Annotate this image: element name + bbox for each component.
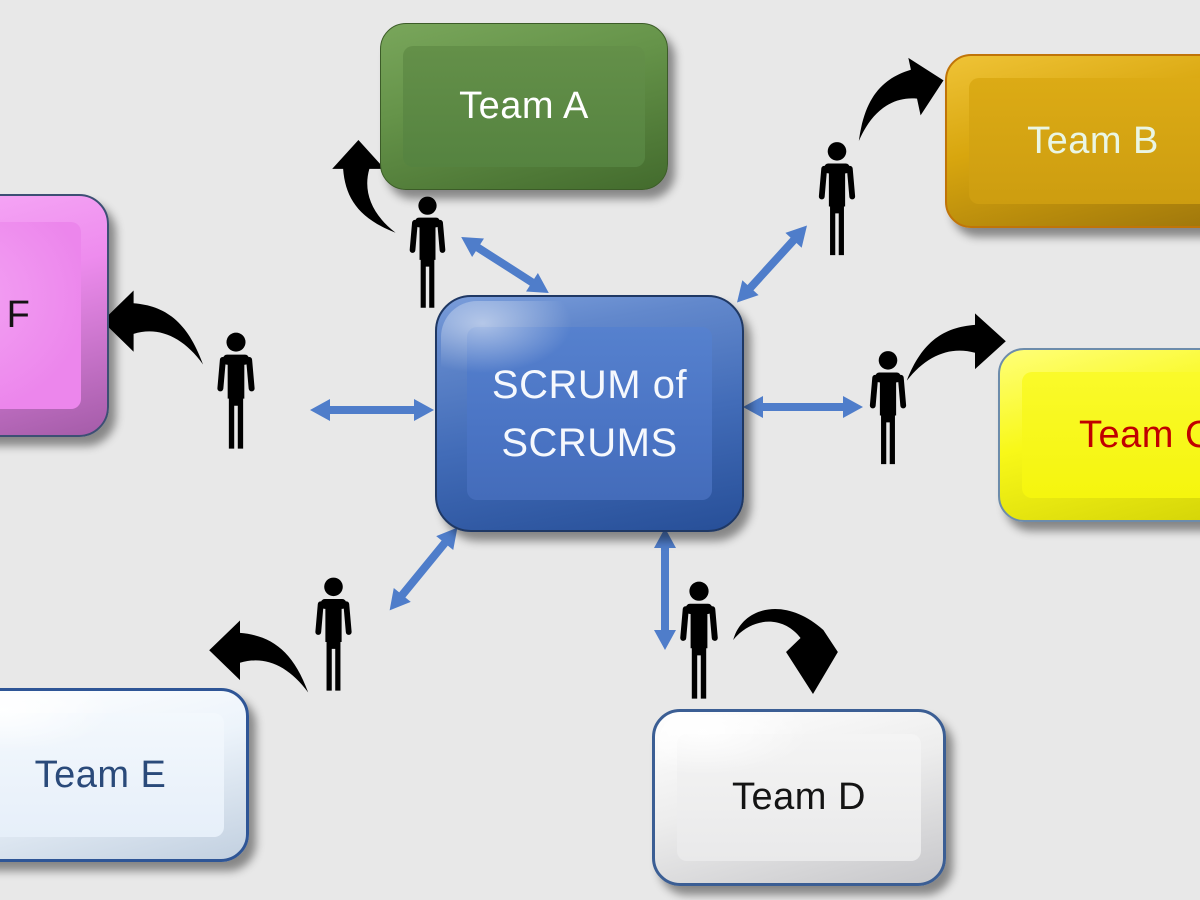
curved-arrow-to-team-f	[102, 290, 204, 365]
team-box-a-face	[403, 46, 645, 167]
team-box-c: Team C	[998, 348, 1200, 522]
curved-arrow-to-team-d	[733, 608, 838, 694]
person-icon-team-f	[217, 332, 255, 449]
person-icon-team-b	[818, 142, 856, 256]
team-box-c-face	[1022, 372, 1200, 498]
person-icon-team-d	[679, 581, 719, 699]
team-label-a: Team A	[459, 85, 589, 127]
two-way-arrow-team-e	[389, 527, 458, 611]
curved-arrow-to-team-b	[844, 51, 953, 142]
team-box-f-face	[0, 222, 81, 409]
person-icon-team-c	[869, 351, 907, 465]
team-box-f: Team F	[0, 194, 109, 437]
team-box-a: Team A	[380, 23, 668, 190]
hub-box-scrum-of-scrums: SCRUM of SCRUMS	[435, 295, 744, 532]
hub-box-face	[467, 327, 712, 500]
hub-label-line2: SCRUMS	[501, 420, 678, 465]
two-way-arrow-team-d	[654, 528, 676, 650]
person-icon-team-a	[409, 196, 446, 308]
curved-arrow-to-team-e	[209, 620, 309, 693]
team-box-e: Team E	[0, 688, 249, 862]
team-label-f: Team F	[0, 294, 31, 336]
team-label-b: Team B	[1027, 119, 1159, 162]
team-box-b: Team B	[945, 54, 1200, 228]
team-box-d: Team D	[652, 709, 946, 886]
hub-label: SCRUM of SCRUMS	[492, 356, 687, 472]
team-label-d: Team D	[732, 776, 866, 818]
team-label-c: Team C	[1079, 413, 1200, 456]
two-way-arrow-team-c	[743, 396, 863, 418]
team-label-e: Team E	[34, 753, 167, 796]
two-way-arrow-team-f	[310, 399, 434, 421]
team-box-e-face	[0, 713, 224, 837]
person-icon-team-e	[315, 577, 352, 691]
hub-label-line1: SCRUM of	[491, 362, 688, 407]
two-way-arrow-team-a	[461, 236, 549, 294]
two-way-arrow-team-b	[737, 225, 807, 303]
team-box-b-face	[969, 78, 1200, 204]
team-box-d-face	[677, 734, 921, 861]
